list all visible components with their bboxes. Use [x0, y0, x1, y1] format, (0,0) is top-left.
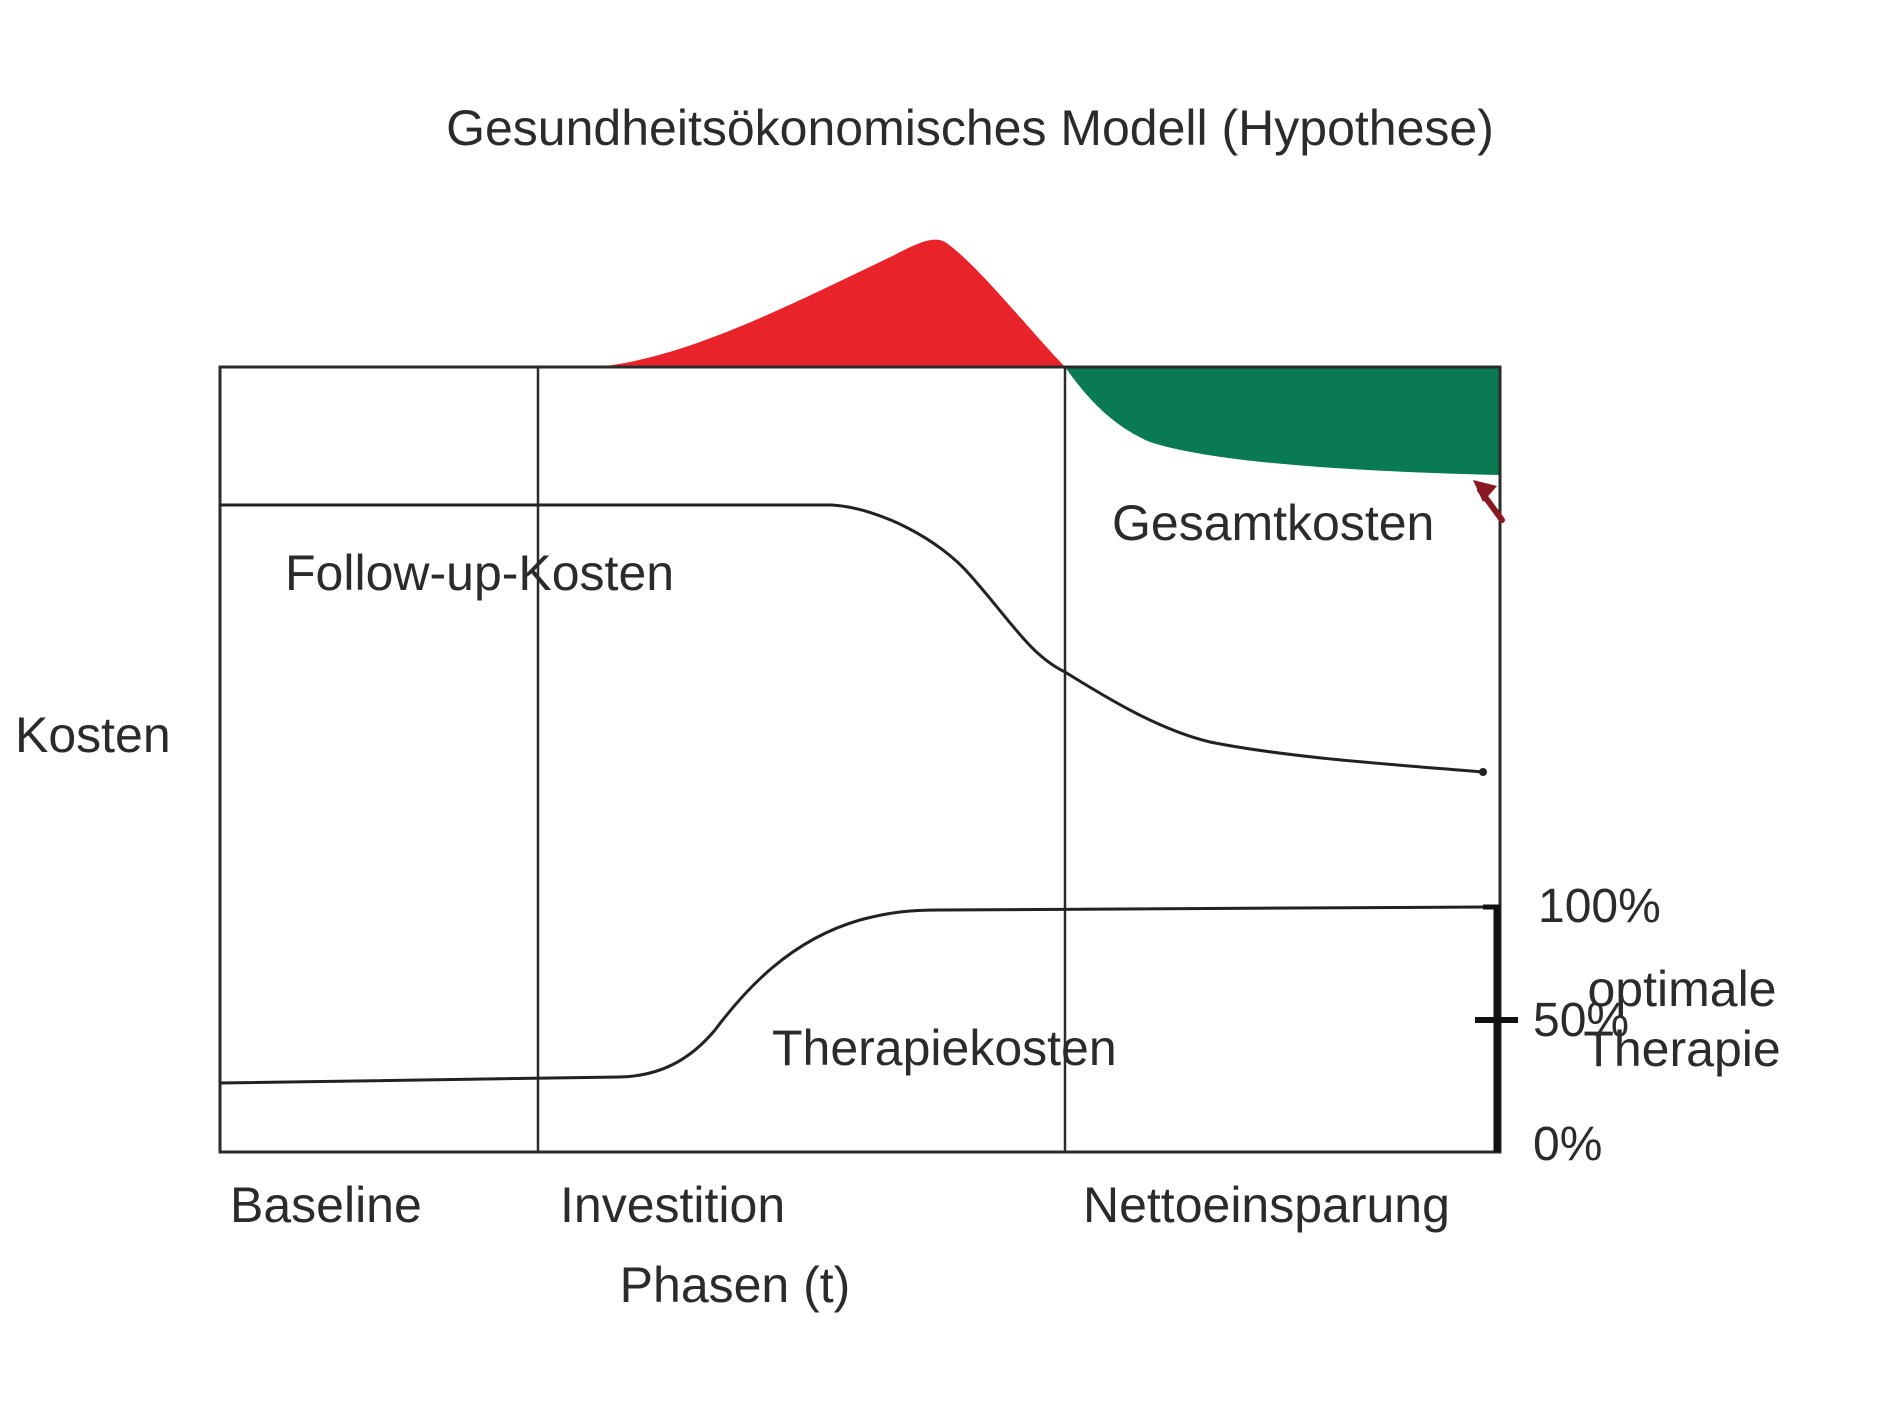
investment-area	[595, 239, 1065, 367]
y-axis-label: Kosten	[15, 707, 171, 763]
phase-label-nettoeinsparung: Nettoeinsparung	[1083, 1177, 1450, 1233]
optimal-therapy-label-line1: optimale	[1588, 961, 1777, 1017]
savings-area	[1065, 367, 1500, 475]
optimal-therapy-label-line2: Therapie	[1583, 1021, 1780, 1077]
follow-up-cost-curve	[218, 503, 1485, 774]
follow-up-cost-end-point	[1479, 768, 1487, 776]
x-axis-label: Phasen (t)	[620, 1257, 851, 1313]
total-cost-arrow-icon	[1473, 480, 1505, 523]
total-cost-label: Gesamtkosten	[1112, 495, 1434, 551]
chart-frame	[218, 365, 1502, 1154]
follow-up-cost-label: Follow-up-Kosten	[285, 545, 674, 601]
phase-label-baseline: Baseline	[230, 1177, 422, 1233]
scale-label-100: 100%	[1538, 880, 1661, 933]
scale-label-50: 50%	[1533, 994, 1629, 1047]
phase-label-investition: Investition	[560, 1177, 785, 1233]
scale-label-0: 0%	[1533, 1118, 1602, 1171]
therapy-cost-curve	[218, 905, 1485, 1085]
diagram-title: Gesundheitsökonomisches Modell (Hypothes…	[446, 100, 1494, 156]
therapy-cost-label: Therapiekosten	[772, 1020, 1117, 1076]
